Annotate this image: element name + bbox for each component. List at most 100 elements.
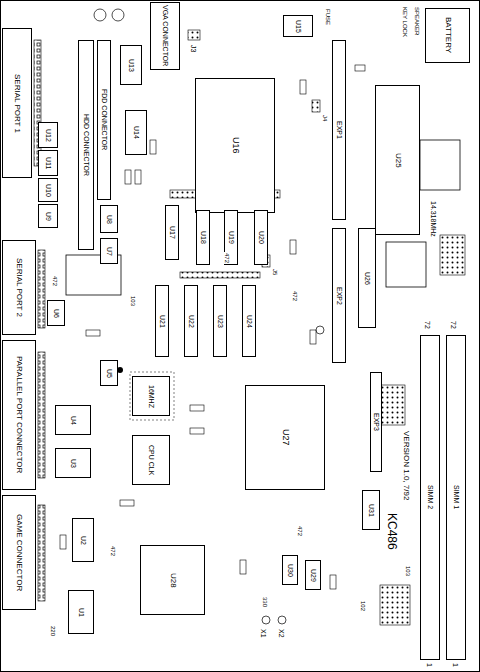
component-outline: EXP3 — [370, 372, 382, 472]
component-outline: U1 — [68, 590, 94, 634]
component-outline: U4 — [55, 405, 91, 435]
part-label: U24 — [246, 315, 253, 328]
component-outline: U6 — [47, 300, 65, 326]
silkscreen-label: J3 — [190, 44, 197, 53]
component-outline: VGA CONNECTOR — [150, 2, 180, 70]
part-label: U20 — [258, 231, 265, 244]
component-outline: U28 — [140, 545, 205, 615]
component-outline: U3 — [55, 448, 91, 478]
part-label: U19 — [228, 231, 235, 244]
silkscreen-label: J4 — [322, 114, 328, 122]
part-label: SIMM 2 — [427, 485, 434, 509]
part-label: U14 — [133, 126, 140, 139]
part-label: U12 — [45, 129, 52, 142]
part-label: U17 — [169, 226, 176, 239]
component-outline: U23 — [213, 285, 227, 357]
silkscreen-label: X1 — [260, 628, 267, 639]
part-label: U30 — [287, 564, 294, 577]
silkscreen-label: FUSE — [325, 8, 331, 26]
part-label: U28 — [169, 573, 177, 588]
silkscreen-label: KC486 — [386, 512, 398, 551]
part-label: U22 — [188, 315, 195, 328]
part-label: U23 — [217, 315, 224, 328]
component-outline: U17 — [165, 205, 179, 260]
part-label: U3 — [70, 459, 77, 468]
component-outline: U29 — [305, 560, 321, 590]
part-label: U25 — [394, 153, 402, 168]
part-label: U16 — [231, 137, 240, 154]
component-outline: U9 — [38, 204, 58, 228]
silkscreen-label: 1 — [452, 662, 459, 668]
part-label: U4 — [70, 416, 77, 425]
silkscreen-label: VERSION 1.0, 7/92 — [402, 430, 410, 501]
part-label: U29 — [310, 569, 317, 582]
silkscreen-label: J5 — [272, 268, 278, 276]
part-label: U8 — [106, 215, 113, 224]
component-outline: U15 — [283, 15, 313, 37]
part-label: U15 — [295, 20, 302, 33]
part-label: U11 — [45, 157, 52, 169]
part-label: U18 — [200, 231, 207, 244]
component-outline: U13 — [120, 45, 142, 85]
component-outline: U30 — [282, 555, 298, 585]
component-outline: SERIAL PORT 2 — [2, 240, 36, 335]
part-label: U6 — [53, 309, 60, 318]
part-label: HDD CONNECTOR — [83, 114, 90, 176]
part-label: EXP1 — [336, 121, 343, 139]
silkscreen-label: 330 — [262, 596, 268, 608]
part-label: CPU CLK — [148, 445, 155, 475]
silkscreen-label: 103 — [130, 295, 136, 307]
component-outline: U7 — [100, 238, 118, 264]
part-label: 16MHZ — [148, 385, 155, 408]
part-label: SERIAL PORT 1 — [13, 74, 21, 133]
component-outline: SIMM 1 — [446, 335, 466, 660]
silkscreen-label: 472 — [52, 275, 58, 287]
silkscreen-label: 472 — [110, 545, 116, 557]
component-outline: U5 — [100, 360, 118, 386]
part-label: VGA CONNECTOR — [162, 5, 169, 66]
silkscreen-label: 102 — [360, 600, 366, 612]
part-label: U31 — [368, 504, 375, 517]
component-outline: BATTERY — [425, 8, 470, 63]
silkscreen-label: 472 — [292, 290, 298, 302]
part-label: U21 — [159, 315, 166, 328]
component-outline: EXP1 — [332, 40, 346, 220]
silkscreen-label: 472 — [224, 252, 230, 264]
silkscreen-label: X2 — [278, 628, 285, 639]
part-label: U26 — [364, 272, 371, 285]
component-outline: U27 — [245, 385, 325, 490]
component-outline: EXP2 — [332, 228, 346, 363]
component-outline: U11 — [38, 150, 58, 176]
component-outline: U26 — [358, 228, 376, 328]
silkscreen-label: 72 — [450, 320, 457, 330]
part-label: FDD CONNECTOR — [101, 89, 108, 150]
part-label: BATTERY — [444, 17, 452, 53]
silkscreen-label: 103 — [405, 565, 411, 577]
component-outline: U20 — [254, 210, 268, 265]
component-outline: U24 — [242, 285, 256, 357]
component-outline: U21 — [155, 285, 169, 357]
component-outline: U14 — [125, 110, 147, 155]
component-outline: U12 — [38, 122, 58, 148]
component-outline: SIMM 2 — [420, 335, 440, 660]
silkscreen-label: 1 — [426, 662, 433, 668]
silkscreen-label: 220 — [50, 625, 56, 637]
component-outline: U8 — [100, 205, 118, 233]
component-outline: PARALLEL PORT CONNECTOR — [2, 340, 36, 490]
component-outline: GAME CONNECTOR — [2, 495, 36, 610]
component-outline: U16 — [195, 78, 275, 213]
silkscreen-label: 72 — [424, 320, 431, 330]
component-outline: FDD CONNECTOR — [97, 40, 111, 200]
component-outline: 16MHZ — [132, 376, 170, 416]
silkscreen-label: SPEAKER — [414, 6, 420, 36]
component-outline: CPU CLK — [132, 435, 170, 485]
part-label: U1 — [78, 608, 85, 617]
component-outline: U10 — [38, 178, 58, 202]
part-label: U13 — [128, 59, 135, 72]
part-label: U9 — [45, 212, 52, 221]
component-outline: SERIAL PORT 1 — [2, 28, 32, 178]
part-label: EXP3 — [373, 413, 380, 431]
part-label: PARALLEL PORT CONNECTOR — [15, 356, 23, 473]
part-label: U5 — [106, 369, 113, 378]
